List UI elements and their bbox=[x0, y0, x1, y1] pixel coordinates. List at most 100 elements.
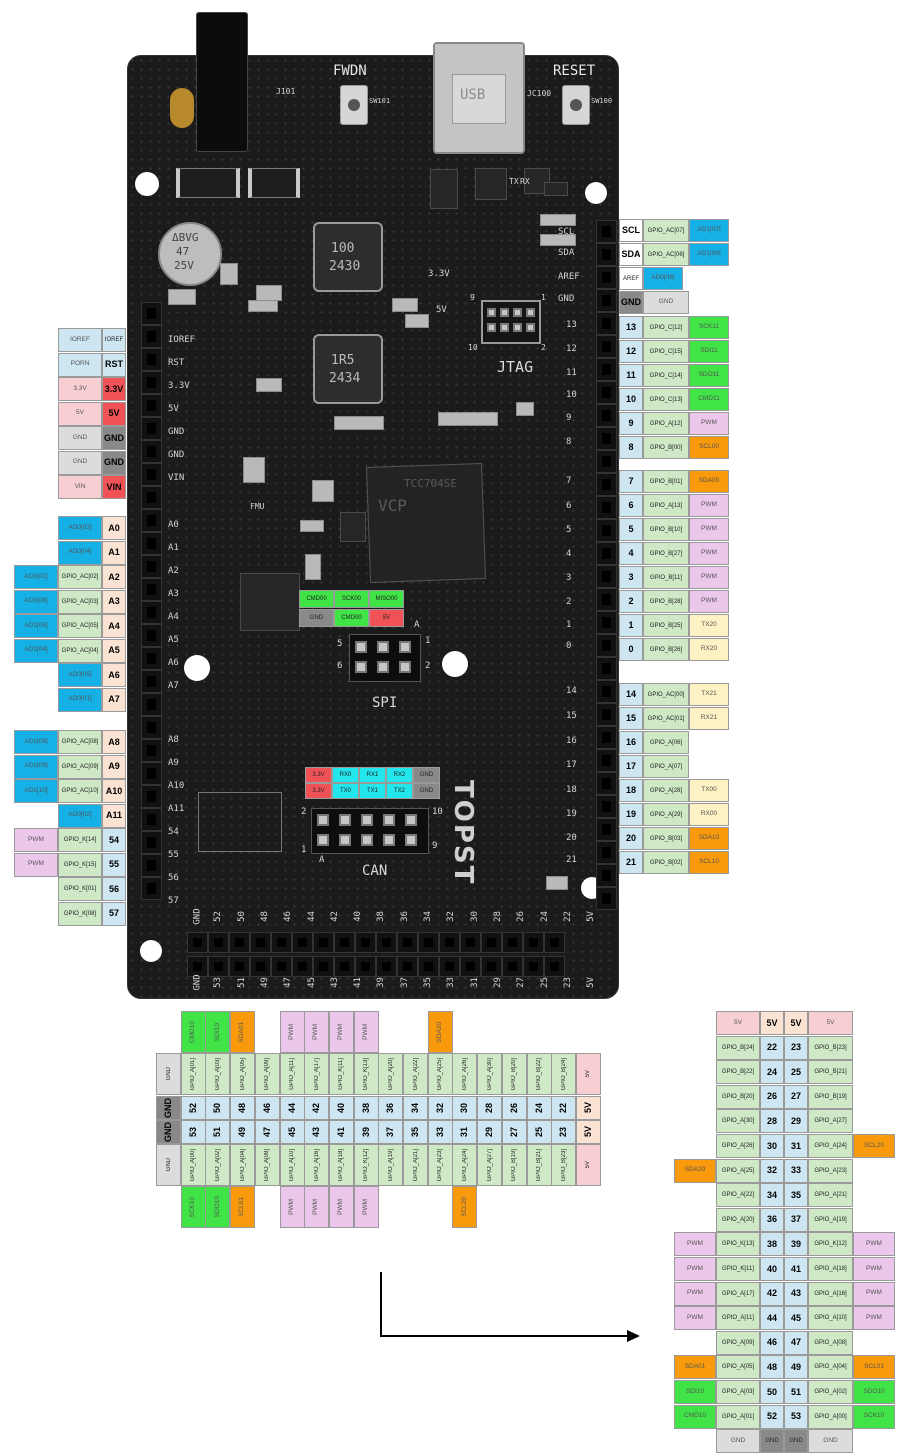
zoom-right-pin: 25 bbox=[784, 1060, 808, 1084]
header-pin bbox=[596, 496, 617, 519]
zoom-right-gpio: GPIO_A[08] bbox=[808, 1331, 853, 1355]
zoom-left-gpio: GPIO_A[20] bbox=[716, 1208, 760, 1232]
cell-text: 22 bbox=[559, 1103, 568, 1113]
header-pin bbox=[141, 762, 162, 785]
bottom-bot-gpio: GPIO_A[27] bbox=[477, 1144, 502, 1186]
bottom-top-pin: 34 bbox=[403, 1096, 428, 1120]
pin-number: AREF bbox=[619, 267, 643, 290]
passive-component bbox=[392, 298, 418, 312]
spi-label: SPI bbox=[372, 696, 397, 710]
gpio-name: GPIO_K[14] bbox=[58, 828, 102, 852]
cell-text: 26 bbox=[510, 1103, 519, 1113]
mounting-hole bbox=[585, 182, 607, 204]
cell-text: GPIO_A[11] bbox=[289, 1058, 295, 1090]
zoom-right-gpio: GPIO_A[19] bbox=[808, 1208, 853, 1232]
bottom-bot-pin: 31 bbox=[452, 1120, 477, 1144]
jtag-pin bbox=[500, 323, 509, 332]
zoom-left-pin: 46 bbox=[760, 1331, 784, 1355]
power-pin: VIN bbox=[102, 475, 126, 499]
adc-function: AD1[08] bbox=[14, 590, 58, 614]
zoom-right-function: PWM bbox=[853, 1232, 895, 1256]
right-silk-label: 11 bbox=[566, 369, 577, 378]
cell-text: GPIO_B[21] bbox=[536, 1149, 542, 1181]
zoom-right-pin: 37 bbox=[784, 1208, 808, 1232]
zoom-left-gpio: GPIO_B[24] bbox=[716, 1036, 760, 1060]
gpio-name: GPIO_C[13] bbox=[643, 388, 689, 411]
gpio-name: GPIO_AC[00] bbox=[643, 683, 689, 706]
header-pin bbox=[596, 680, 617, 703]
gpio-name: GPIO_AC[03] bbox=[58, 590, 102, 614]
cell-text: SDA20 bbox=[437, 1022, 444, 1043]
bottom-top-pin: 26 bbox=[502, 1096, 527, 1120]
zoom-left-pin: 26 bbox=[760, 1085, 784, 1109]
power-pin: IOREF bbox=[102, 328, 126, 352]
power-pin: RST bbox=[102, 353, 126, 377]
fwdn-label: FWDN bbox=[333, 64, 367, 78]
fwdn-button[interactable] bbox=[340, 85, 368, 125]
header-pin bbox=[502, 956, 523, 977]
right-silk-label: 1 bbox=[566, 621, 571, 630]
zoom-right-gpio: GPIO_A[16] bbox=[808, 1282, 853, 1306]
passive-component bbox=[256, 378, 282, 392]
cell-text: GPIO_A[22] bbox=[413, 1058, 419, 1090]
gpio-name: GPIO_AC[08] bbox=[58, 730, 102, 754]
spi-signal: 5V bbox=[369, 609, 404, 627]
bottom-silk-label: 37 bbox=[401, 977, 410, 988]
bottom-top-gpio: GPIO_A[30] bbox=[477, 1053, 502, 1095]
pin-number: 20 bbox=[619, 827, 643, 850]
pin-number: A6 bbox=[102, 663, 126, 687]
gpio-name: GPIO_AC[02] bbox=[58, 565, 102, 589]
can-a-mark: A bbox=[319, 856, 324, 865]
right-silk-label: 3 bbox=[566, 574, 571, 583]
header-pin bbox=[376, 932, 397, 953]
bottom-bot-function: SCK10 bbox=[181, 1186, 206, 1228]
pin-function: PWM bbox=[689, 518, 729, 541]
ic-component bbox=[475, 168, 507, 200]
cell-text: PWM bbox=[363, 1199, 370, 1215]
bottom-silk-label: 50 bbox=[238, 911, 247, 922]
can-pin10: 10 bbox=[432, 808, 443, 817]
pin-function: PWM bbox=[689, 542, 729, 565]
reset-button[interactable] bbox=[562, 85, 590, 125]
left-silk-label: A11 bbox=[168, 805, 184, 814]
pin-function: RX00 bbox=[689, 803, 729, 826]
bottom-top-pin: 46 bbox=[255, 1096, 280, 1120]
pin-number: A8 bbox=[102, 730, 126, 754]
zoom-right-pin: 47 bbox=[784, 1331, 808, 1355]
zoom-left-pin: 38 bbox=[760, 1232, 784, 1256]
header-pin bbox=[208, 932, 229, 953]
gpio-name: GPIO_B[00] bbox=[643, 436, 689, 459]
cell-text: 46 bbox=[263, 1103, 272, 1113]
zoom-right-pin: 51 bbox=[784, 1380, 808, 1404]
bottom-bot-pin: GND bbox=[156, 1120, 181, 1144]
right-silk-label: 7 bbox=[566, 477, 571, 486]
gpio-name: GPIO_A[12] bbox=[643, 412, 689, 435]
bottom-silk-label: GND bbox=[194, 908, 203, 924]
bottom-bot-gpio: GPIO_A[18] bbox=[329, 1144, 354, 1186]
zoom-left-pin: GND bbox=[760, 1429, 784, 1453]
left-silk-label: A2 bbox=[168, 567, 179, 576]
bottom-bot-gpio: GPIO_A[04] bbox=[230, 1144, 255, 1186]
left-silk-label: A9 bbox=[168, 759, 179, 768]
cell-text: GPIO_A[18] bbox=[338, 1149, 344, 1181]
bottom-bot-gpio: GPIO_K[12] bbox=[354, 1144, 379, 1186]
zoom-right-pin: 27 bbox=[784, 1085, 808, 1109]
zoom-right-gpio: GPIO_A[27] bbox=[808, 1109, 853, 1133]
pin-number: 3 bbox=[619, 566, 643, 589]
right-silk-label: 14 bbox=[566, 687, 577, 696]
adc-function: AD1[02] bbox=[14, 565, 58, 589]
header-pin bbox=[596, 404, 617, 427]
left-silk-label: A4 bbox=[168, 613, 179, 622]
zoom-right-gpio: GPIO_A[04] bbox=[808, 1355, 853, 1379]
right-silk-label: SCL bbox=[558, 228, 574, 237]
bottom-top-gpio: 5V bbox=[576, 1053, 601, 1095]
bottom-silk-label: 41 bbox=[354, 977, 363, 988]
bottom-silk-label: 51 bbox=[238, 977, 247, 988]
header-pin bbox=[596, 887, 617, 910]
adc-function: AD1[08] bbox=[14, 730, 58, 754]
zoom-left-gpio: GPIO_A[22] bbox=[716, 1183, 760, 1207]
right-silk-label: 13 bbox=[566, 321, 577, 330]
header-pin bbox=[596, 657, 617, 680]
pin-function: SDI11 bbox=[689, 340, 729, 363]
header-pin bbox=[141, 877, 162, 900]
